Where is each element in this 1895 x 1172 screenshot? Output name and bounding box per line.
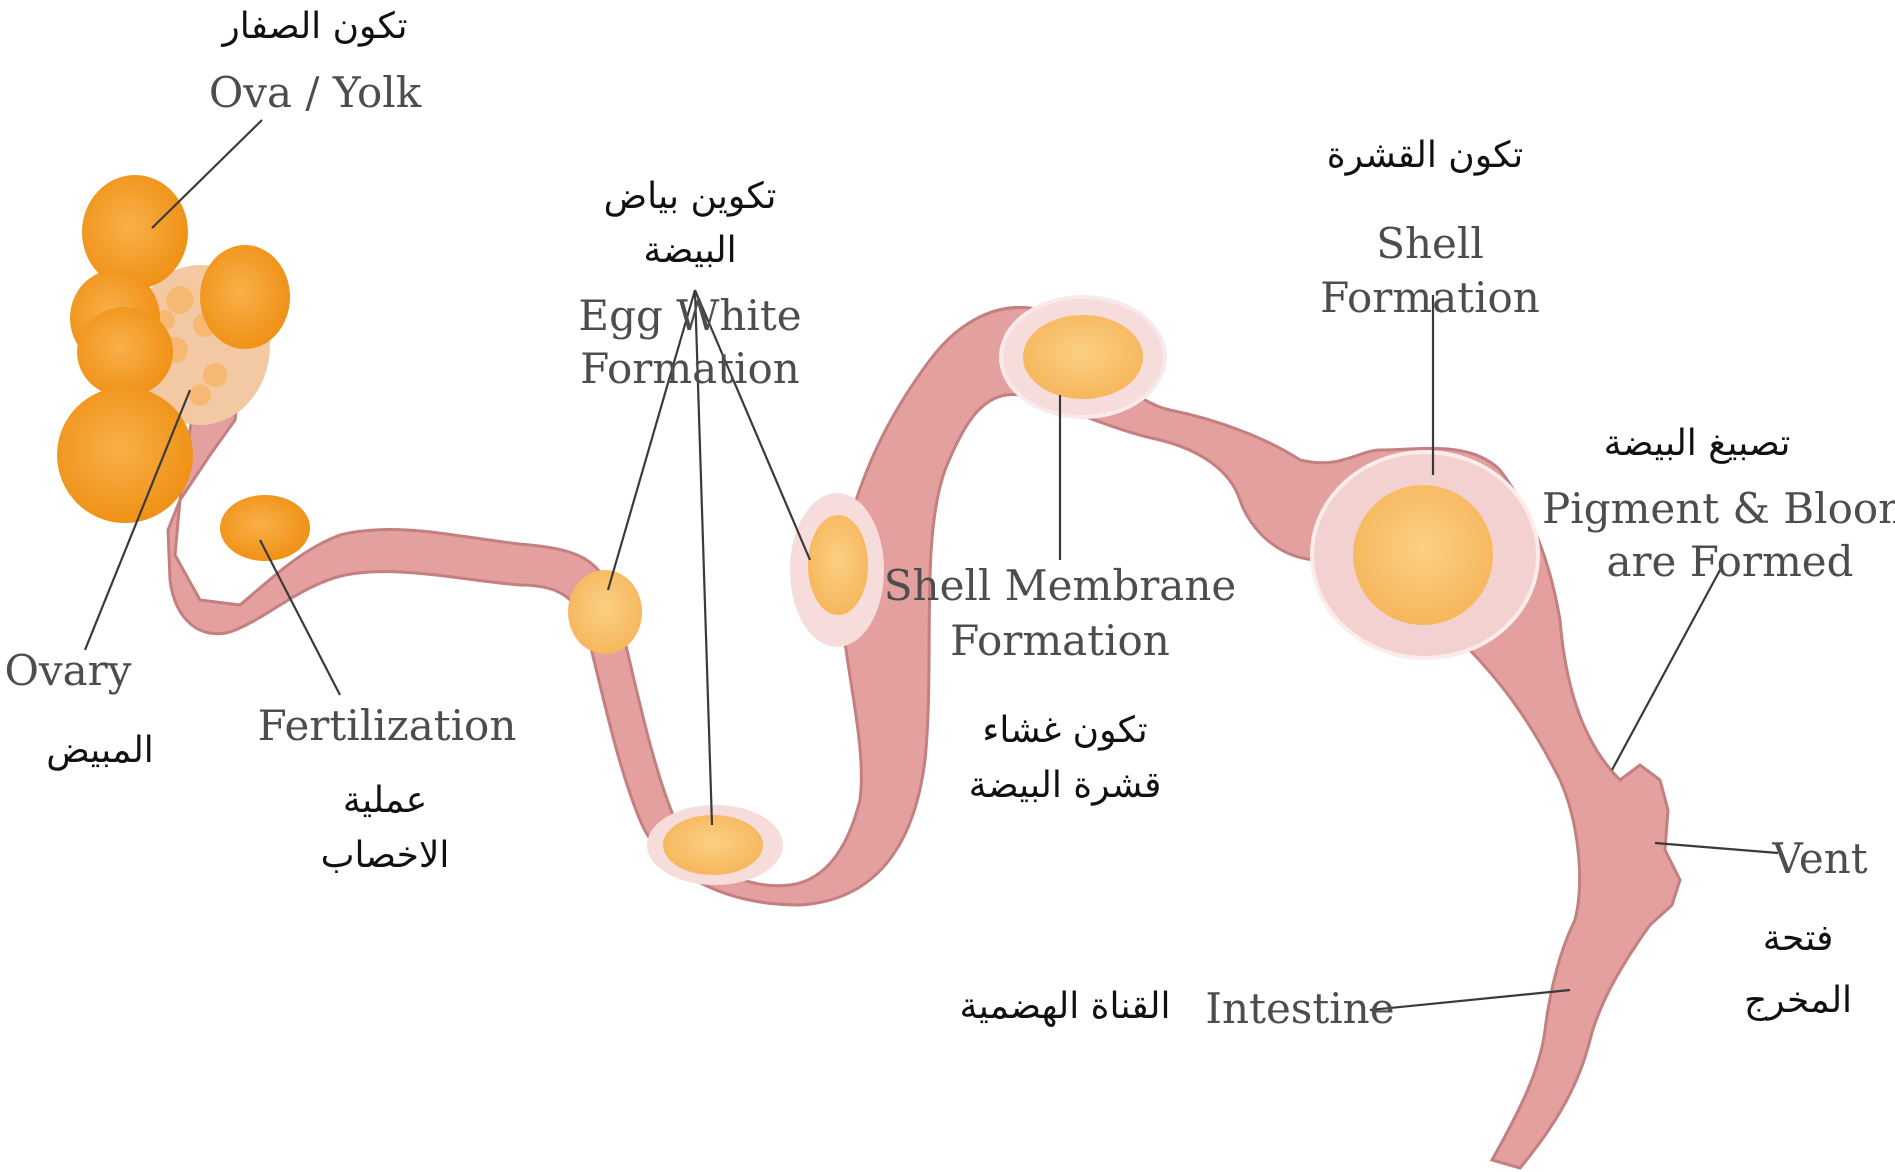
label-fertilization-ar-1: عملية [343, 780, 427, 821]
yolk-follicle-large [57, 387, 193, 523]
follicle-small [203, 363, 227, 387]
label-vent-en: Vent [1771, 834, 1867, 883]
label-intestine-en: Intestine [1205, 984, 1394, 1033]
yolk-follicle [200, 245, 290, 349]
yolk-follicle [82, 175, 188, 289]
label-egg-white-en-2: Formation [580, 344, 800, 393]
label-fertilization-ar-2: الاخصاب [321, 835, 450, 876]
follicle-small [189, 384, 211, 406]
leader-intestine [1370, 990, 1570, 1010]
egg-yolk-5 [1353, 485, 1493, 625]
label-shell-membrane-en-1: Shell Membrane [884, 561, 1237, 610]
label-vent-ar-2: المخرج [1744, 980, 1852, 1021]
label-shell-ar: تكون القشرة [1327, 135, 1523, 176]
ovary-cluster [57, 175, 290, 523]
label-intestine-ar: القناة الهضمية [959, 986, 1170, 1027]
label-ovary-en: Ovary [4, 646, 131, 695]
label-egg-white-en-1: Egg White [578, 291, 801, 340]
yolk-follicle [77, 307, 173, 397]
egg-yolk-3 [808, 515, 868, 615]
label-shell-en-1: Shell [1376, 219, 1484, 268]
label-pigment-en-2: are Formed [1606, 537, 1853, 586]
label-vent-ar-1: فتحة [1763, 918, 1834, 959]
leader-pigment [1612, 570, 1720, 770]
label-fertilization-en: Fertilization [258, 701, 517, 750]
label-egg-white-ar-2: البيضة [643, 230, 736, 271]
label-pigment-ar: تصبيغ البيضة [1604, 423, 1791, 464]
label-shell-membrane-ar-2: قشرة البيضة [969, 765, 1162, 806]
leader-vent [1655, 843, 1778, 853]
label-ovary-ar: المبيض [46, 730, 154, 771]
label-ova-en: Ova / Yolk [209, 68, 422, 117]
label-shell-membrane-ar-1: تكون غشاء [982, 710, 1147, 751]
label-shell-membrane-en-2: Formation [950, 616, 1170, 665]
label-shell-en-2: Formation [1320, 273, 1540, 322]
follicle-small [166, 286, 194, 314]
label-ova-ar: تكون الصفار [220, 6, 407, 47]
label-pigment-en-1: Pigment & Bloom [1542, 484, 1895, 533]
egg-yolk-1 [568, 570, 642, 654]
leader-ova-yolk [152, 120, 262, 228]
egg-yolk-4 [1023, 315, 1143, 399]
label-egg-white-ar-1: تكوين بياض [604, 176, 777, 217]
